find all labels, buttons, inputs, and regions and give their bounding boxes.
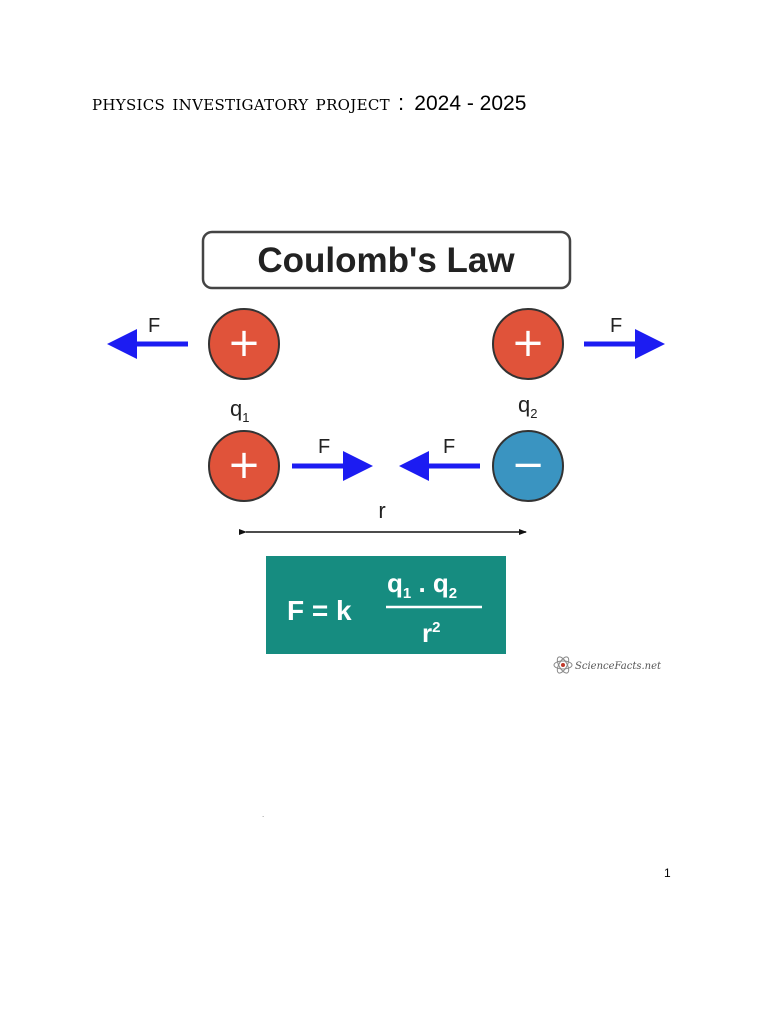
force-label-left-top: F (148, 315, 160, 337)
page-header: Physics Investigatory Project : 2024 - 2… (92, 86, 712, 120)
positive-charge-q2-top (492, 308, 564, 380)
project-title: Physics Investigatory Project (92, 91, 390, 116)
page-number: 1 (664, 866, 671, 880)
negative-charge-q2-bottom (492, 430, 564, 502)
plus-symbol-q1-bottom: + (227, 442, 261, 488)
charge-label-q1: q1 (230, 396, 249, 425)
charge-label-q2: q2 (518, 392, 537, 421)
force-label-left-bottom: F (443, 436, 455, 458)
minus-symbol-q2-bottom: − (511, 442, 545, 488)
formula-box (266, 556, 506, 654)
force-label-right-top: F (610, 315, 622, 337)
distance-label: r (378, 498, 385, 523)
plus-symbol-q2-top: + (511, 320, 545, 366)
stray-mark: . (262, 810, 265, 819)
positive-charge-q1-bottom (208, 430, 280, 502)
formula-denominator: r2 (422, 618, 440, 648)
coulombs-law-diagram: Coulomb's Law F + + F q1 q2 + F F − r F … (96, 222, 676, 692)
credit-text: ScienceFacts.net (575, 661, 662, 672)
title-separator: : (398, 90, 405, 115)
formula-numerator: q1 . q2 (387, 568, 457, 602)
project-year: 2024 - 2025 (414, 92, 527, 115)
diagram-title: Coulomb's Law (257, 241, 515, 280)
diagram-canvas: Coulomb's Law F + + F q1 q2 + F F − r F … (107, 230, 665, 674)
force-label-right-bottom: F (318, 436, 330, 458)
formula-lhs: F = k (287, 595, 352, 626)
plus-symbol-q1-top: + (227, 320, 261, 366)
positive-charge-q1-top (208, 308, 280, 380)
diagram-title-box (201, 230, 572, 290)
science-facts-logo: ScienceFacts.net (553, 656, 662, 674)
